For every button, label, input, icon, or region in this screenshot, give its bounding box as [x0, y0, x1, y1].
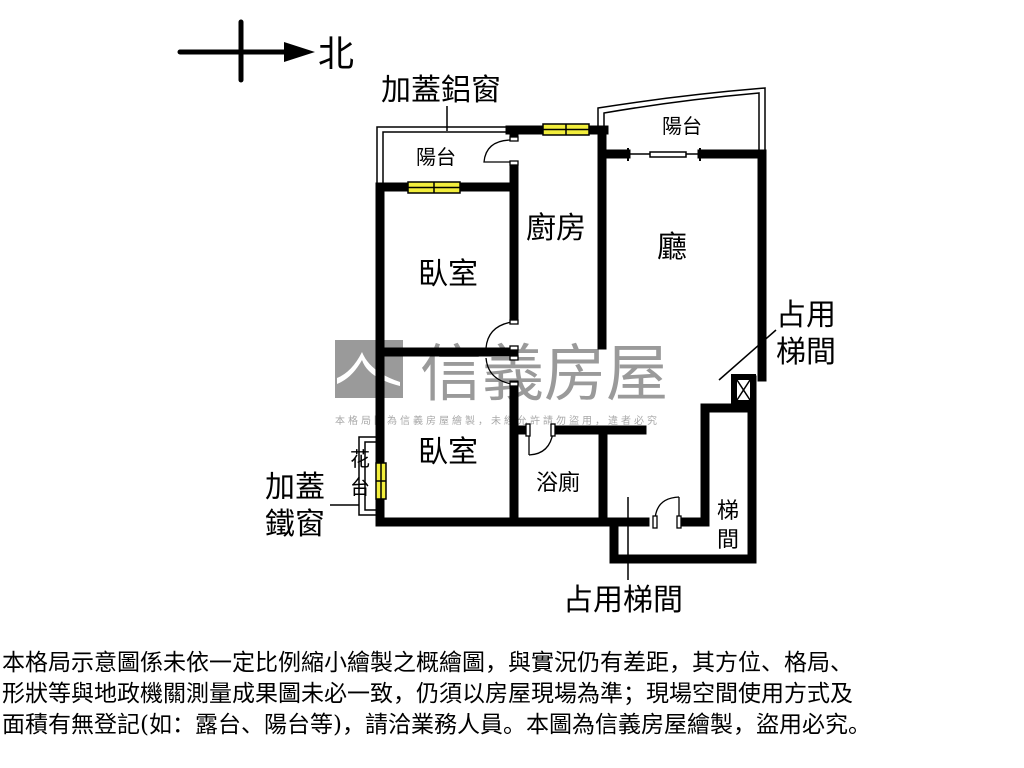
callout-occupied-stair-right-1: 占用	[776, 298, 836, 333]
callout-occupied-stair-bottom: 占用梯間	[563, 583, 683, 618]
callout-occupied-stair-right-2: 梯間	[776, 335, 836, 370]
room-label-balcony-left: 陽台	[416, 145, 456, 169]
door-icon	[652, 496, 682, 529]
planter-label-1: 花	[350, 447, 370, 471]
door-icon	[525, 423, 556, 456]
shaft-icon	[731, 374, 756, 406]
north-label: 北	[318, 34, 354, 75]
room-label-bedroom-2: 臥室	[418, 435, 478, 470]
planter-label-2: 台	[350, 475, 370, 499]
door-icon	[485, 319, 519, 351]
room-label-bathroom: 浴廁	[536, 471, 580, 496]
disclaimer-line-3: 面積有無登記(如：露台、陽台等)，請洽業務人員。本圖為信義房屋繪製，盜用必究。	[2, 712, 871, 738]
room-label-living: 廳	[657, 230, 687, 265]
callout-iron-window-1: 加蓋	[265, 470, 325, 505]
callout-aluminum-window: 加蓋鋁窗	[381, 73, 501, 108]
north-arrow-icon	[177, 19, 315, 83]
planter-outline	[358, 436, 376, 516]
disclaimer-line-1: 本格局示意圖係未依一定比例縮小繪製之概繪圖，與實況仍有差距，其方位、格局、	[2, 650, 853, 676]
window-icon	[407, 181, 461, 194]
disclaimer-line-2: 形狀等與地政機關測量成果圖未必一致，仍須以房屋現場為準；現場空間使用方式及	[2, 681, 853, 707]
disclaimer: 本格局示意圖係未依一定比例縮小繪製之概繪圖，與實況仍有差距，其方位、格局、 形狀…	[2, 648, 1022, 741]
floor-plan: 信義房屋 本格局圖為信義房屋繪製，未經允許請勿盜用，違者必究 北 加蓋鋁窗	[177, 19, 836, 618]
window-icon	[542, 123, 590, 136]
door-icon	[485, 355, 519, 387]
callout-iron-window-2: 鐵窗	[265, 507, 325, 542]
balcony-left-outline	[376, 126, 514, 188]
room-label-bedroom-1: 臥室	[418, 257, 478, 292]
room-label-stair-1: 梯	[717, 499, 739, 524]
window-icon	[375, 462, 387, 500]
watermark-notice: 本格局圖為信義房屋繪製，未經允許請勿盜用，違者必究	[335, 414, 660, 427]
room-label-kitchen: 廚房	[526, 211, 586, 246]
room-label-balcony-right: 陽台	[662, 114, 702, 138]
balcony-right-outline	[597, 87, 766, 157]
door-icon	[483, 136, 519, 166]
sliding-door-icon	[627, 148, 701, 161]
room-label-stair-2: 間	[717, 528, 739, 553]
